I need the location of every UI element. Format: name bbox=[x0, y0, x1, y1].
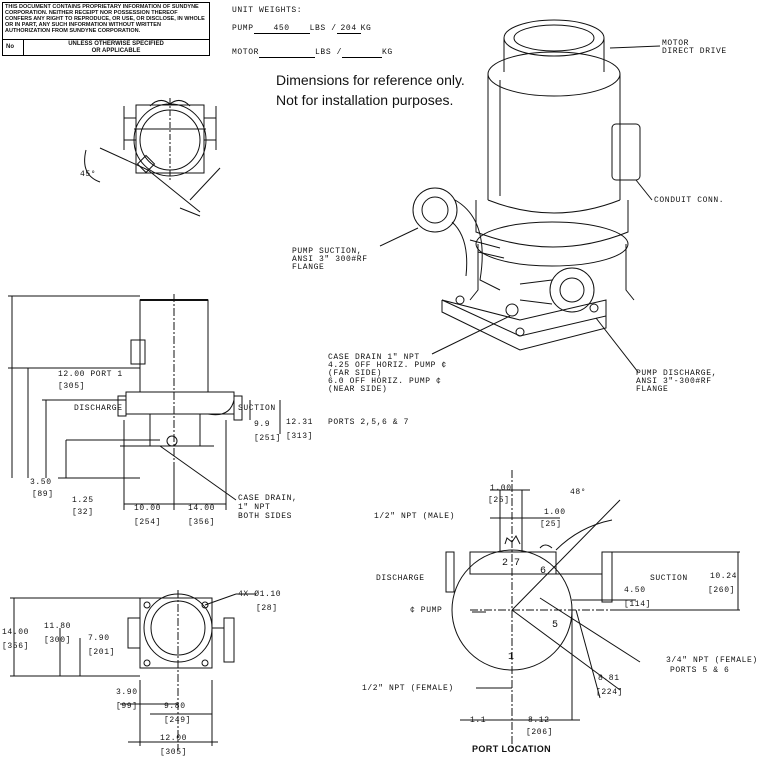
dim-port-1-00a: 1.00 bbox=[490, 484, 512, 493]
notice-spec-text: UNLESS OTHERWISE SPECIFIED OR APPLICABLE bbox=[68, 41, 164, 54]
holes-4x-label: 4X Ø1.10 bbox=[238, 590, 282, 599]
dim-plan-7-90-mm: [201] bbox=[88, 648, 116, 657]
pump-weight-kg: 204 bbox=[336, 24, 361, 34]
dim-port-angle: 48° bbox=[570, 488, 587, 497]
holes-4x-mm: [28] bbox=[256, 604, 278, 613]
dim-plan-12-00: 12.00 bbox=[160, 734, 188, 743]
isometric-pump bbox=[379, 19, 661, 373]
dim-14-00: 14.00 bbox=[188, 504, 216, 513]
dim-port-4-50: 4.50 bbox=[624, 586, 646, 595]
dim-12-31-mm: [313] bbox=[286, 432, 314, 441]
unit-weights-title: UNIT WEIGHTS: bbox=[232, 6, 303, 15]
dim-plan-11-80: 11.80 bbox=[44, 622, 72, 631]
dim-1-25-mm: [32] bbox=[72, 508, 94, 517]
dim-port-8-81-mm: [224] bbox=[596, 688, 624, 697]
callout-pump-suction: PUMP SUCTION, ANSI 3" 300#RF FLANGE bbox=[292, 247, 368, 272]
port-suction-label: SUCTION bbox=[650, 574, 688, 583]
dim-port-8-12-mm: [206] bbox=[526, 728, 554, 737]
dim-plan-3-90: 3.90 bbox=[116, 688, 138, 697]
npt-male-label: 1/2" NPT (MALE) bbox=[374, 512, 456, 521]
dim-port-1-00a-mm: [25] bbox=[488, 496, 510, 505]
port-location-title: PORT LOCATION bbox=[472, 744, 552, 754]
dim-port-8-81: 8.81 bbox=[598, 674, 620, 683]
dim-port1: 12.00 PORT 1 bbox=[58, 370, 123, 379]
disclaimer-line-2: Not for installation purposes. bbox=[276, 92, 454, 108]
port-discharge-label: DISCHARGE bbox=[376, 574, 425, 583]
dim-port-1-00b: 1.00 bbox=[544, 508, 566, 517]
dim-port-10-24-mm: [260] bbox=[708, 586, 736, 595]
dim-port-1-1: 1.1 bbox=[470, 716, 487, 725]
dim-plan-14-00: 14.00 bbox=[2, 628, 30, 637]
port-number-7: 7 bbox=[514, 558, 521, 569]
dim-14-00-mm: [356] bbox=[188, 518, 216, 527]
dim-plan-14-00-mm: [356] bbox=[2, 642, 30, 651]
callout-conduit: CONDUIT CONN. bbox=[654, 196, 725, 205]
callout-pump-discharge: PUMP DISCHARGE, ANSI 3"-300#RF FLANGE bbox=[636, 369, 718, 394]
motor-weight-row: MOTOR LBS / KG bbox=[232, 48, 393, 58]
dim-port-10-24: 10.24 bbox=[710, 572, 738, 581]
dim-plan-9-80: 9.80 bbox=[164, 702, 186, 711]
ports-56-label: PORTS 5 & 6 bbox=[670, 666, 730, 675]
dim-plan-12-00-mm: [305] bbox=[160, 748, 188, 757]
dim-port-8-12: 8.12 bbox=[528, 716, 550, 725]
npt-female-34-label: 3/4" NPT (FEMALE) bbox=[666, 656, 758, 665]
dim-port-1-00b-mm: [25] bbox=[540, 520, 562, 529]
port-number-2: 2 bbox=[502, 558, 509, 569]
notice-no-label: No bbox=[6, 44, 14, 50]
side-case-drain-callout: CASE DRAIN, 1" NPT BOTH SIDES bbox=[238, 494, 298, 521]
proprietary-notice-box: THIS DOCUMENT CONTAINS PROPRIETARY INFOR… bbox=[2, 2, 210, 56]
dim-1-25: 1.25 bbox=[72, 496, 94, 505]
dim-10-00-mm: [254] bbox=[134, 518, 162, 527]
dim-10-00: 10.00 bbox=[134, 504, 162, 513]
dim-plan-3-90-mm: [99] bbox=[116, 702, 138, 711]
dim-3-50: 3.50 bbox=[30, 478, 52, 487]
pump-weight-lbs: 450 bbox=[253, 24, 310, 34]
port-number-6: 6 bbox=[540, 566, 547, 577]
port-location-view bbox=[445, 470, 740, 752]
side-view bbox=[8, 294, 281, 510]
dim-12-31: 12.31 bbox=[286, 418, 314, 427]
port-number-1: 1 bbox=[508, 652, 515, 663]
npt-female-12-label: 1/2" NPT (FEMALE) bbox=[362, 684, 454, 693]
dim-plan-9-80-mm: [249] bbox=[164, 716, 192, 725]
proprietary-notice-text: THIS DOCUMENT CONTAINS PROPRIETARY INFOR… bbox=[5, 4, 205, 34]
side-suction-label: SUCTION bbox=[238, 404, 276, 413]
dim-9-9-mm: [251] bbox=[254, 434, 282, 443]
side-discharge-label: DISCHARGE bbox=[74, 404, 123, 413]
plan-view bbox=[10, 590, 256, 750]
dim-plan-11-80-mm: [300] bbox=[44, 636, 72, 645]
notice-spec-row: No UNLESS OTHERWISE SPECIFIED OR APPLICA… bbox=[3, 39, 209, 55]
port-number-5: 5 bbox=[552, 620, 559, 631]
top-view-angle: 45° bbox=[80, 170, 97, 179]
top-view bbox=[84, 98, 221, 217]
dim-3-50-mm: [89] bbox=[32, 490, 54, 499]
dim-port1-mm: [305] bbox=[58, 382, 86, 391]
ports-2567-label: PORTS 2,5,6 & 7 bbox=[328, 418, 410, 427]
callout-motor: MOTOR DIRECT DRIVE bbox=[662, 39, 727, 56]
pump-centerline-label: ¢ PUMP bbox=[410, 606, 443, 615]
disclaimer-line-1: Dimensions for reference only. bbox=[276, 72, 465, 88]
callout-case-drain: CASE DRAIN 1" NPT 4.25 OFF HORIZ. PUMP ¢… bbox=[328, 353, 447, 394]
dim-port-4-50-mm: [114] bbox=[624, 600, 652, 609]
dim-plan-7-90: 7.90 bbox=[88, 634, 110, 643]
dim-9-9: 9.9 bbox=[254, 420, 271, 429]
